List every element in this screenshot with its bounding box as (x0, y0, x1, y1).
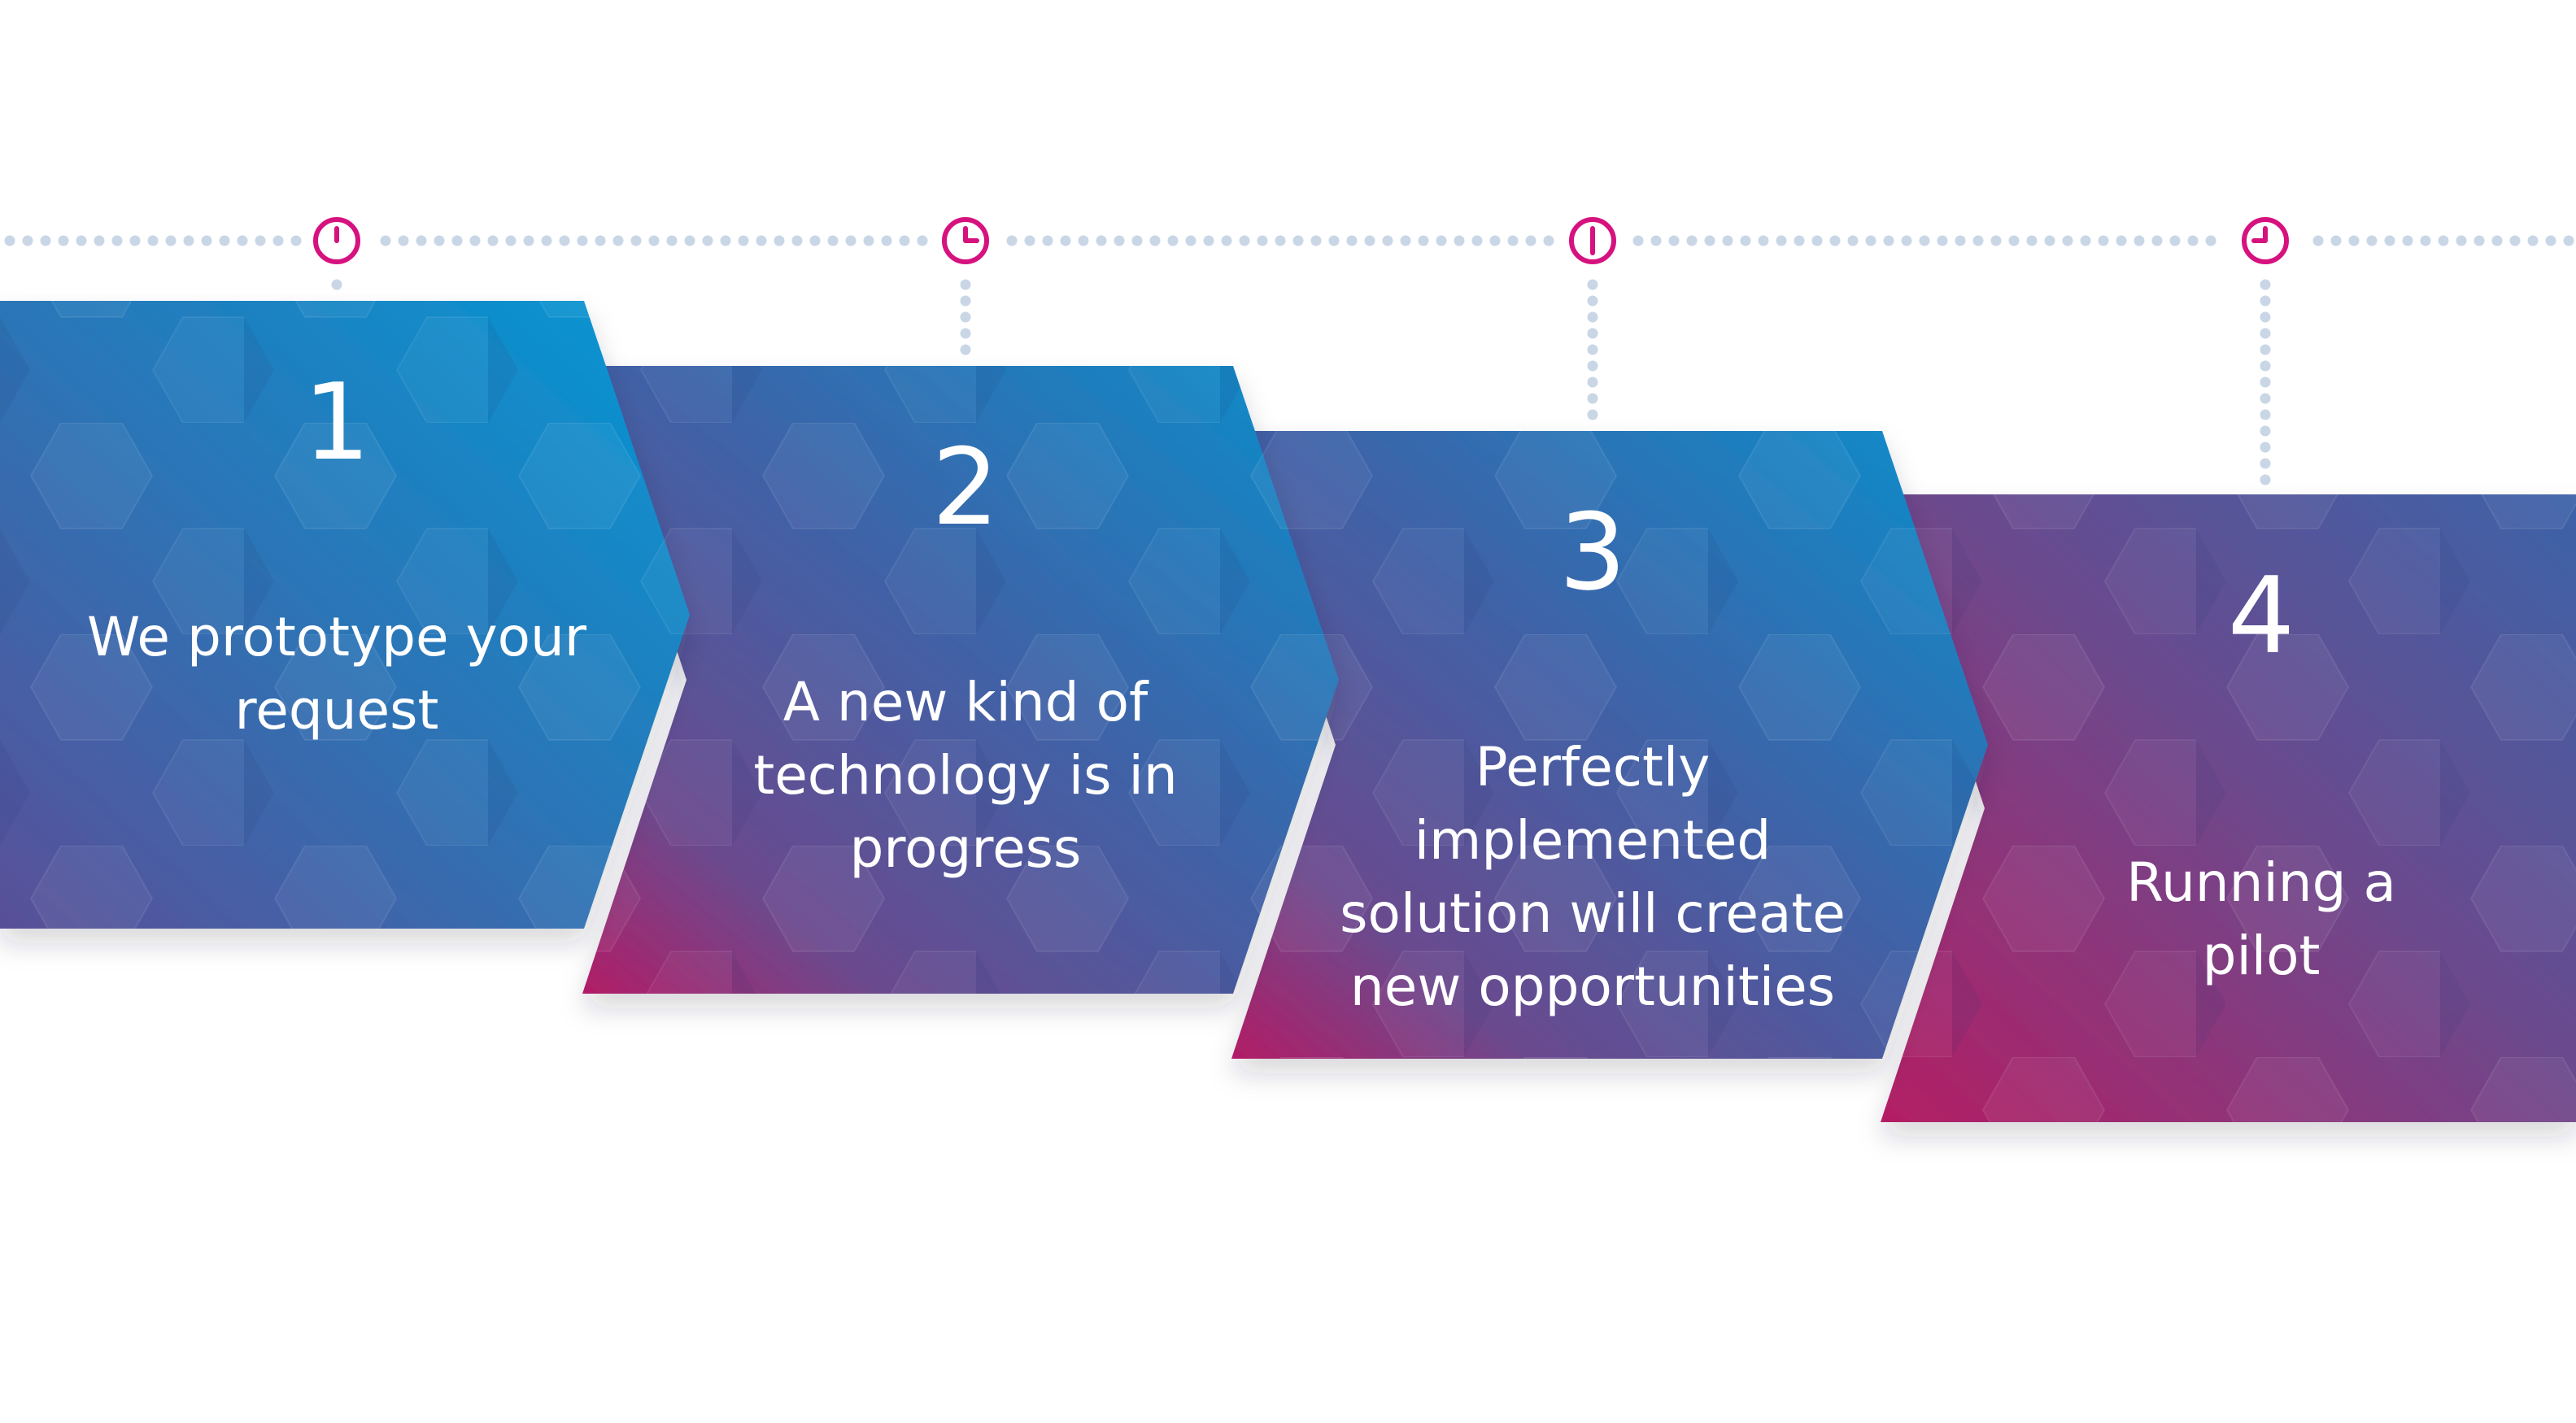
step-number: 1 (303, 360, 371, 484)
step-text-line: implemented (1414, 809, 1772, 872)
step-text-line: new opportunities (1350, 955, 1835, 1018)
hexagon-pattern (1881, 494, 2576, 1122)
step-text-line: request (235, 679, 439, 742)
step-number: 2 (932, 425, 1000, 549)
timeline-dotted-line (4, 235, 2574, 246)
step-text-line: We prototype your (87, 606, 587, 668)
step-1: 1 We prototype your request (0, 301, 690, 929)
hexagon-pattern (1231, 431, 1988, 1059)
timeline (4, 217, 2574, 485)
timeline-connector (960, 279, 971, 355)
step-number: 3 (1559, 490, 1627, 614)
timeline-connector (2260, 279, 2271, 485)
clock-icon (2242, 217, 2289, 264)
step-text-line: technology is in (753, 744, 1177, 807)
step-text-line: progress (850, 817, 1082, 880)
step-text-line: Running a (2126, 851, 2396, 914)
timeline-connector (1587, 279, 1598, 420)
step-text-line: Perfectly (1475, 736, 1711, 799)
clock-icon (942, 217, 989, 264)
step-text-line: solution will create (1340, 882, 1846, 945)
clock-icon (1569, 217, 1616, 264)
timeline-connector (331, 279, 342, 290)
hexagon-pattern (0, 301, 690, 929)
step-text-line: A new kind of (783, 671, 1149, 733)
clock-icon (313, 217, 360, 264)
hexagon-pattern (582, 366, 1339, 994)
step-number: 4 (2228, 554, 2295, 677)
step-2: 2 A new kind of technology is in progress (582, 366, 1339, 994)
step-text-line: pilot (2203, 925, 2321, 987)
